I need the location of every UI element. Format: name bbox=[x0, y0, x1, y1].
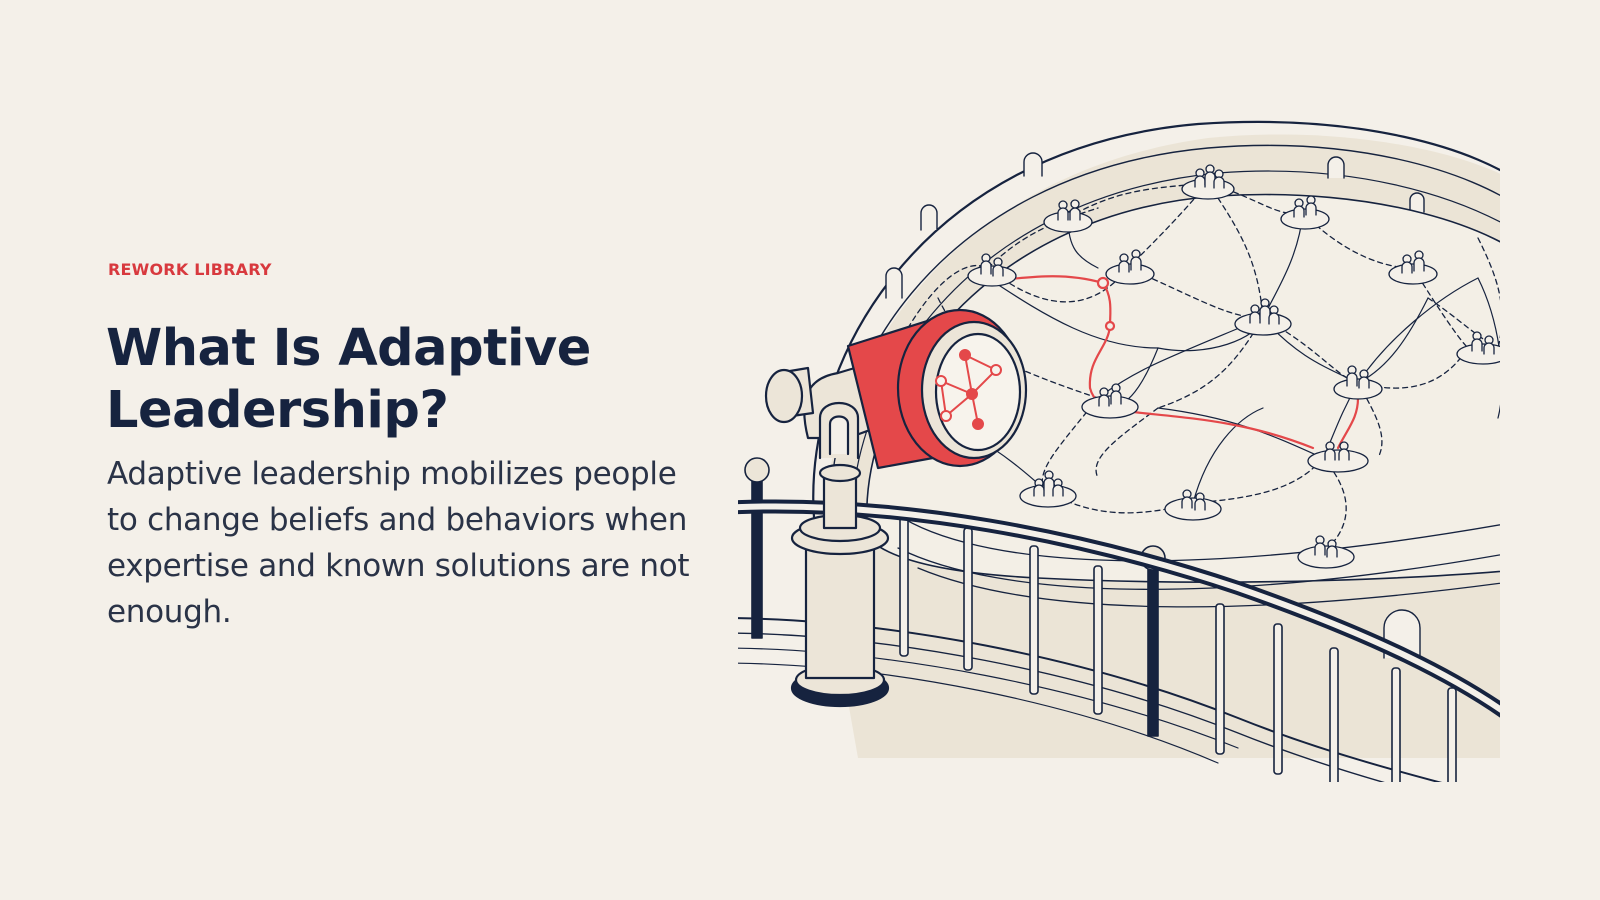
railing-posts bbox=[744, 457, 1166, 737]
people-group-14 bbox=[1297, 535, 1355, 569]
section-label: REWORK LIBRARY bbox=[108, 260, 272, 279]
people-group-7 bbox=[1388, 250, 1438, 285]
lens-network-icon bbox=[935, 349, 1002, 430]
people-group-1 bbox=[967, 253, 1017, 287]
people-group-9 bbox=[1333, 365, 1383, 400]
people-group-8 bbox=[1456, 331, 1500, 365]
people-group-6 bbox=[1234, 298, 1292, 336]
people-group-12 bbox=[1019, 470, 1077, 508]
people-group-3 bbox=[1181, 164, 1235, 200]
railing-balusters bbox=[899, 515, 1457, 782]
telescope bbox=[764, 308, 1028, 470]
people-group-13 bbox=[1164, 489, 1222, 521]
telescope-arena-illustration bbox=[738, 120, 1500, 782]
people-group-4 bbox=[1280, 195, 1330, 230]
telescope-pedestal bbox=[790, 463, 890, 708]
people-group-5 bbox=[1105, 249, 1155, 285]
page-title: What Is Adaptive Leadership? bbox=[106, 319, 591, 440]
people-groups bbox=[967, 164, 1500, 569]
article-summary: Adaptive leadership mobilizes people to … bbox=[107, 456, 690, 630]
people-group-2 bbox=[1043, 199, 1093, 233]
people-group-11 bbox=[1307, 441, 1369, 473]
people-group-10 bbox=[1081, 383, 1139, 419]
